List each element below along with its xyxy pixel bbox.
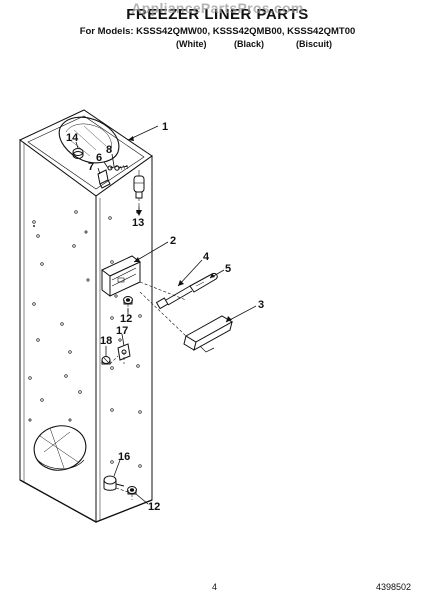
callout-7: 7	[88, 161, 94, 173]
diagram-title: FREEZER LINER PARTS	[126, 6, 309, 23]
callout-13: 13	[132, 217, 144, 229]
color-label-biscuit: (Biscuit)	[296, 39, 332, 49]
part-3-cover	[183, 315, 233, 353]
page-number: 4	[212, 582, 218, 592]
leader-arrows	[128, 136, 232, 322]
color-label-black: (Black)	[234, 39, 265, 49]
freezer-liner	[19, 109, 153, 523]
callout-17: 17	[116, 325, 128, 337]
callout-6: 6	[96, 152, 102, 164]
callout-12-upper: 12	[120, 313, 132, 325]
callout-8: 8	[106, 144, 112, 156]
callout-2: 2	[170, 235, 176, 247]
part-18-screw	[101, 356, 111, 365]
document-number: 4398502	[376, 582, 412, 592]
assembly-lines	[109, 198, 187, 500]
callout-18: 18	[100, 335, 112, 347]
part-14-grommet	[72, 148, 84, 159]
watermark: AppliancePartsPros.com	[131, 0, 304, 16]
bottom-drain-opening	[33, 425, 87, 471]
callout-1: 1	[162, 121, 168, 133]
callout-labels: 1 14 8 6 7 13 2 4 5 12 3 17 18 16 12	[66, 121, 264, 513]
part-7-clip	[97, 169, 111, 189]
callout-3: 3	[258, 299, 264, 311]
callout-5: 5	[225, 263, 231, 275]
model-list: For Models: KSSS42QMW00, KSSS42QMB00, KS…	[79, 26, 356, 37]
top-duct-opening	[58, 116, 120, 164]
callout-14: 14	[66, 132, 79, 144]
color-label-white: (White)	[176, 39, 207, 49]
part-12-screw-upper	[123, 296, 133, 305]
mounting-holes-left	[28, 210, 90, 422]
part-8-screw	[114, 164, 129, 171]
callout-16: 16	[118, 451, 130, 463]
callout-4: 4	[203, 251, 210, 263]
part-4-connector	[155, 285, 193, 310]
callout-12-lower: 12	[148, 501, 160, 513]
